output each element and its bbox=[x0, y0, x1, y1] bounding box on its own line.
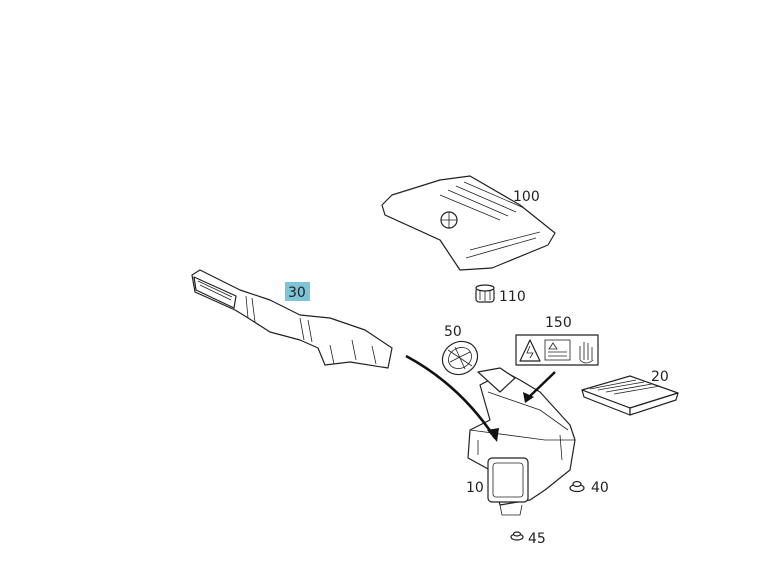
label-10[interactable]: 10 bbox=[466, 480, 484, 496]
label-50[interactable]: 50 bbox=[444, 324, 462, 340]
label-100[interactable]: 100 bbox=[513, 189, 540, 205]
label-30-highlight bbox=[285, 282, 310, 301]
air-filter-housing-drawing[interactable] bbox=[467, 367, 576, 516]
assembly-arrow-filter bbox=[523, 371, 556, 403]
label-110[interactable]: 110 bbox=[499, 289, 526, 305]
rubber-mount-drawing[interactable] bbox=[475, 284, 495, 303]
grommet-drawing[interactable] bbox=[569, 480, 585, 493]
engine-cover-drawing[interactable] bbox=[381, 175, 556, 271]
air-intake-duct-drawing[interactable] bbox=[191, 269, 393, 369]
air-mass-sensor-drawing[interactable] bbox=[436, 335, 483, 381]
label-30[interactable]: 30 bbox=[288, 285, 306, 301]
label-40[interactable]: 40 bbox=[591, 480, 609, 496]
label-20[interactable]: 20 bbox=[651, 369, 669, 385]
air-filter-element-drawing[interactable] bbox=[581, 375, 679, 416]
label-45[interactable]: 45 bbox=[528, 531, 546, 547]
label-150[interactable]: 150 bbox=[545, 315, 572, 331]
assembly-arrow-duct bbox=[405, 354, 499, 442]
grommet-small-drawing[interactable] bbox=[510, 531, 524, 541]
warning-label-drawing[interactable] bbox=[515, 334, 599, 366]
